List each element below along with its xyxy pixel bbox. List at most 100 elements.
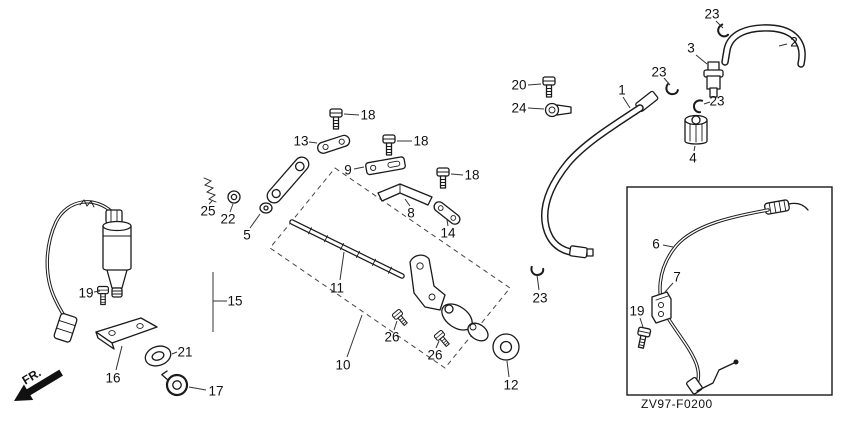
part-label-17-31: 17 (208, 384, 223, 399)
part-label-15-24: 15 (227, 294, 242, 309)
bolt-19-left (97, 285, 109, 306)
part-label-11-21: 11 (330, 281, 344, 296)
part-label-20-5: 20 (511, 78, 526, 93)
leader-line-18-13 (450, 173, 464, 176)
part-label-24-6: 24 (511, 101, 527, 116)
leader-line-16-27 (115, 345, 123, 371)
part-label-21-26: 21 (177, 345, 192, 360)
part-label-12-32: 12 (503, 378, 518, 393)
part-label-4-8: 4 (689, 151, 697, 166)
bolt-19-right (634, 326, 652, 350)
leader-line-12-32 (506, 360, 510, 378)
leader-line-6-19 (662, 244, 674, 248)
leader-line-10-30 (346, 314, 363, 358)
linkage-assembly (409, 254, 489, 342)
detail-box (626, 186, 833, 396)
leader-line-23-22 (536, 274, 540, 291)
part-label-26-28: 26 (384, 330, 399, 345)
clamp-24 (544, 102, 572, 118)
part-label-10-30: 10 (335, 358, 350, 373)
joint-fitting-3 (703, 61, 724, 98)
part-label-2-1: 2 (790, 35, 798, 50)
leader-line-19-25 (639, 317, 644, 328)
clip-17 (161, 370, 189, 397)
leader-line-2-1 (778, 43, 788, 47)
connector-4 (684, 114, 708, 145)
plate-9 (365, 156, 406, 176)
plate-8 (377, 183, 433, 206)
bolt-18-a (329, 108, 343, 130)
leader-line-24-6 (527, 107, 545, 110)
leader-line-20-5 (527, 83, 542, 86)
part-label-26-29: 26 (427, 348, 442, 363)
part-label-18-13: 18 (464, 168, 479, 183)
tube-clip-23-b (664, 81, 680, 97)
part-label-23-22: 23 (532, 291, 547, 306)
part-label-7-20: 7 (673, 270, 681, 285)
bolt-18-b (382, 134, 396, 156)
diagram-code: ZV97-F0200 (641, 397, 713, 411)
cable-bracket-7 (651, 291, 672, 324)
part-label-5-16: 5 (243, 228, 251, 243)
bolt-26-a (391, 308, 410, 328)
leader-line-11-21 (339, 251, 345, 281)
grommet-12 (492, 333, 520, 361)
grommet-22 (227, 190, 241, 204)
throttle-cable-6 (658, 199, 809, 395)
part-label-23-4: 23 (709, 94, 724, 109)
leader-line-26-29 (435, 340, 440, 349)
leader-line-21-26 (171, 351, 178, 355)
tube-clip-23-a (715, 22, 732, 39)
fuel-tube-2 (721, 24, 806, 68)
part-label-14-18: 14 (440, 226, 456, 241)
mount-plate-16 (95, 317, 158, 350)
bolt-26-b (433, 329, 452, 349)
switch-assembly-15 (45, 199, 132, 343)
leader-line-23-3 (663, 77, 671, 86)
leader-line-7-20 (664, 282, 674, 293)
switch-body (102, 226, 132, 272)
fr-arrow: FR. (14, 365, 63, 401)
part-label-6-19: 6 (652, 237, 660, 252)
leader-line-13-10 (308, 141, 318, 144)
leader-line-3-2 (695, 54, 708, 65)
part-label-25-14: 25 (200, 204, 215, 219)
plate-13 (317, 134, 351, 154)
part-label-1-7: 1 (618, 83, 626, 98)
part-label-9-12: 9 (344, 163, 352, 178)
leader-line-26-28 (393, 320, 398, 331)
part-label-8-17: 8 (407, 206, 415, 221)
leader-line-8-17 (404, 198, 411, 207)
grommet-21 (144, 345, 172, 367)
leader-line-5-16 (249, 213, 261, 229)
leader-line-23-4 (703, 101, 711, 105)
leader-line-23-0 (715, 20, 724, 29)
shift-rod-11 (289, 219, 405, 279)
part-label-23-3: 23 (651, 65, 666, 80)
leader-line-9-12 (353, 166, 365, 170)
part-label-18-11: 18 (413, 134, 428, 149)
leader-line-22-15 (229, 203, 234, 213)
leader-line-19-23 (93, 290, 101, 293)
part-label-3-2: 3 (687, 41, 695, 56)
leader-line-1-7 (622, 96, 631, 109)
part-label-23-0: 23 (704, 7, 719, 22)
leader-line-14-18 (446, 219, 449, 227)
part-label-13-10: 13 (293, 134, 308, 149)
leader-line-4-8 (693, 145, 696, 152)
bolt-18-c (436, 167, 450, 189)
bracket-arm-5 (259, 156, 310, 214)
fuel-tube-1 (541, 90, 659, 259)
leader-line-18-9 (343, 113, 360, 116)
tube-clip-23-c (690, 97, 708, 115)
bolt-20 (542, 76, 556, 98)
leader-line-25-14 (208, 200, 213, 205)
part-label-18-9: 18 (360, 108, 375, 123)
part-label-19-25: 19 (629, 304, 644, 319)
leader-line-17-31 (188, 386, 207, 391)
part-label-22-15: 22 (220, 212, 235, 227)
part-label-16-27: 16 (105, 371, 120, 386)
